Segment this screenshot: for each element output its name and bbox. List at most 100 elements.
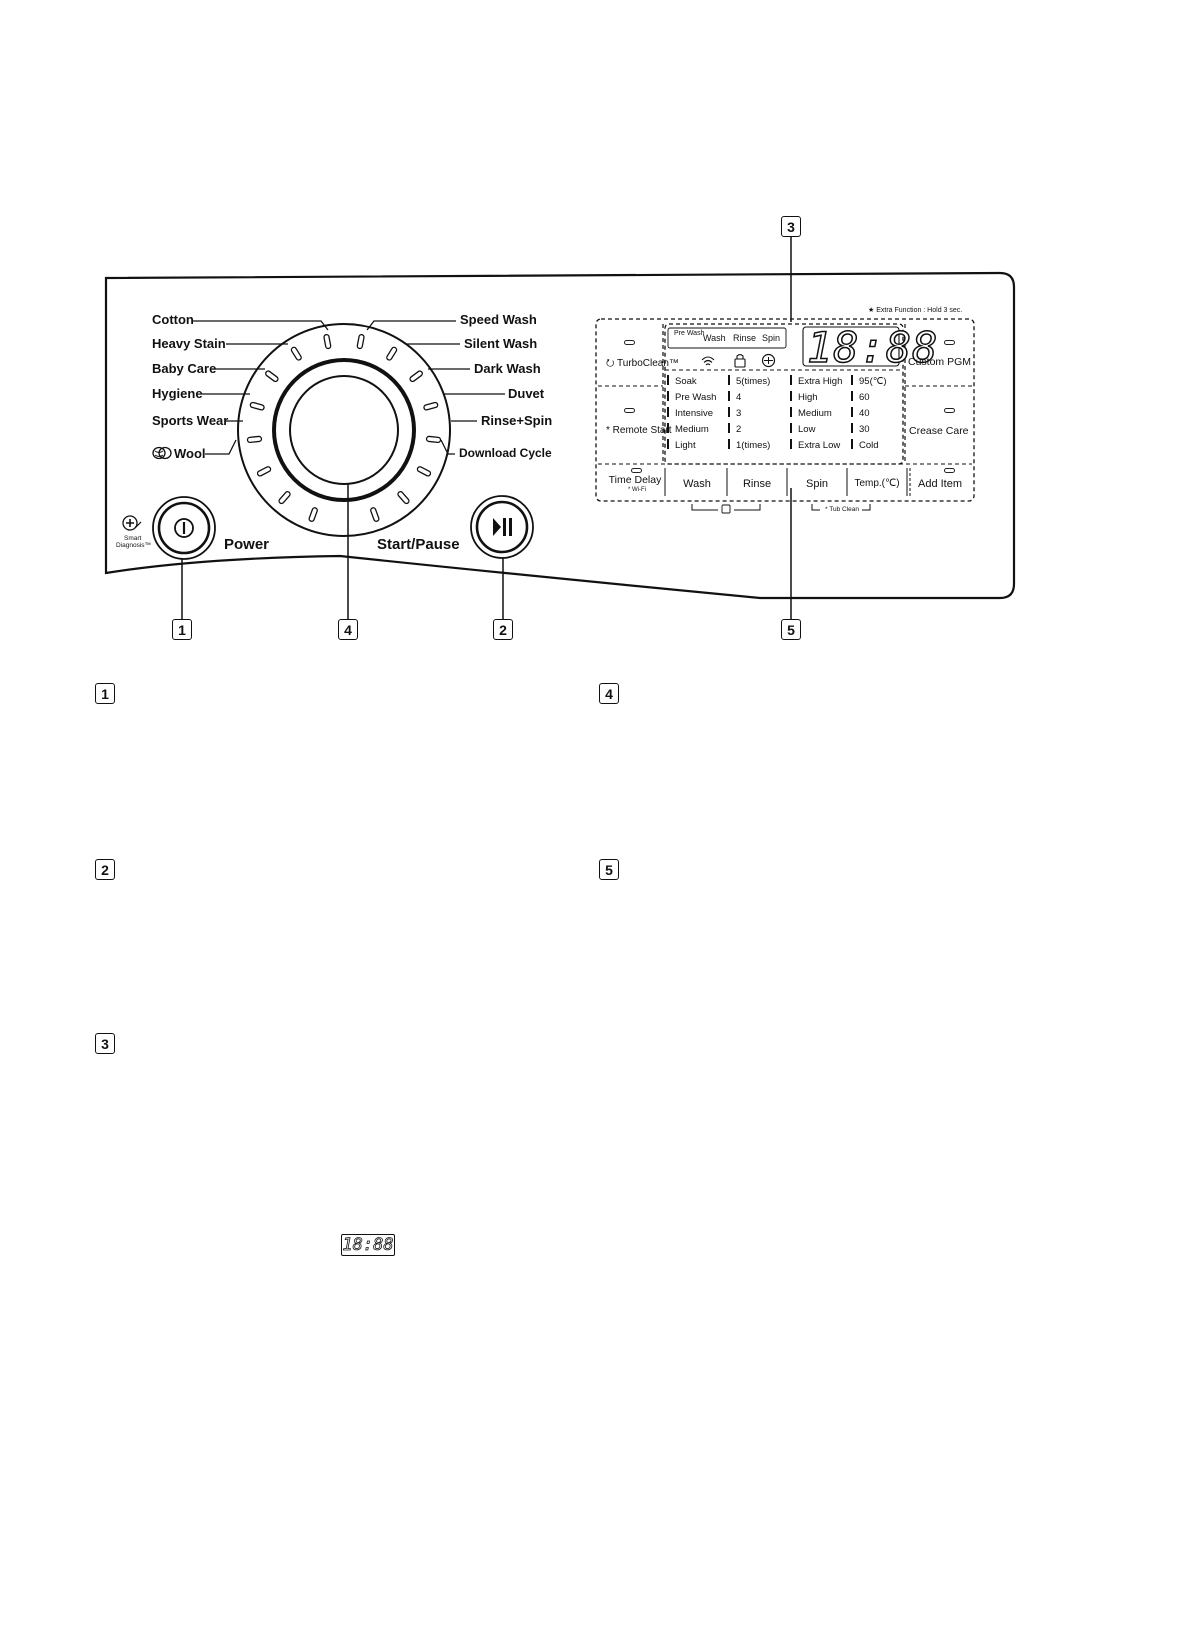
child-lock-icon bbox=[734, 353, 746, 368]
option-rinse-0: 5(times) bbox=[728, 375, 770, 387]
dial-program-led bbox=[423, 401, 439, 411]
turbo-clean-button[interactable]: ⭮ TurboClean™ bbox=[606, 358, 679, 369]
option-wash-1: Pre Wash bbox=[667, 391, 716, 403]
rinse-button[interactable]: Rinse bbox=[742, 478, 772, 490]
option-rinse-4: 1(times) bbox=[728, 439, 770, 451]
clock-display: 18:88 bbox=[806, 323, 939, 372]
time-delay-button[interactable]: Time Delay bbox=[608, 474, 662, 486]
dial-program-led bbox=[290, 346, 302, 361]
option-wash-4: Light bbox=[667, 439, 696, 451]
program-wool: Wool bbox=[174, 446, 206, 461]
dial-program-led bbox=[356, 333, 365, 350]
dial-program-led bbox=[308, 507, 318, 522]
program-dial[interactable] bbox=[234, 320, 454, 540]
remote-start-button[interactable]: * Remote Start bbox=[606, 425, 672, 436]
dial-program-led bbox=[425, 435, 442, 444]
smart-diagnosis-icon bbox=[122, 515, 142, 531]
option-rinse-1: 4 bbox=[728, 391, 741, 403]
display-panel-frame bbox=[595, 318, 975, 502]
extra-function-note: ★ Extra Function : Hold 3 sec. bbox=[868, 307, 963, 314]
start-pause-button[interactable] bbox=[469, 494, 535, 560]
power-icon bbox=[174, 518, 194, 538]
program-duvet: Duvet bbox=[508, 386, 545, 401]
option-temp-0: 95(℃) bbox=[851, 375, 887, 387]
program-baby-care: Baby Care bbox=[152, 361, 217, 376]
section-5-number: 5 bbox=[599, 859, 619, 880]
section-3-number: 3 bbox=[95, 1033, 115, 1054]
power-button[interactable] bbox=[151, 495, 217, 561]
add-item-led bbox=[944, 468, 955, 473]
program-sports-wear: Sports Wear bbox=[152, 413, 229, 428]
power-label: Power bbox=[224, 536, 270, 553]
smart-diagnosis-label-1: Smart bbox=[124, 535, 142, 542]
program-dark-wash: Dark Wash bbox=[474, 361, 541, 376]
stage-wash: Wash bbox=[703, 333, 726, 343]
section-2-number: 2 bbox=[95, 859, 115, 880]
inline-display-icon: 18:88 bbox=[341, 1234, 395, 1256]
remote-start-led bbox=[624, 408, 635, 413]
option-rinse-3: 2 bbox=[728, 423, 741, 435]
tub-clean-note: * Tub Clean bbox=[825, 506, 859, 513]
option-spin-1: High bbox=[790, 391, 818, 403]
program-rinse-spin: Rinse+Spin bbox=[481, 413, 553, 428]
program-speed-wash: Speed Wash bbox=[460, 312, 537, 327]
program-silent-wash: Silent Wash bbox=[464, 336, 538, 351]
section-4-number: 4 bbox=[599, 683, 619, 704]
stage-spin: Spin bbox=[762, 333, 781, 343]
stage-prewash: Pre Wash bbox=[674, 330, 705, 337]
crease-care-led bbox=[944, 408, 955, 413]
program-hygiene: Hygiene bbox=[152, 386, 203, 401]
option-wash-3: Medium bbox=[667, 423, 709, 435]
option-spin-0: Extra High bbox=[790, 375, 842, 387]
wifi-note: * Wi-Fi bbox=[628, 487, 646, 493]
temp-button[interactable]: Temp.(℃) bbox=[854, 478, 900, 489]
crease-care-button[interactable]: Crease Care bbox=[909, 425, 969, 437]
option-spin-4: Extra Low bbox=[790, 439, 840, 451]
callout-2: 2 bbox=[493, 619, 513, 640]
wool-icon bbox=[152, 446, 172, 460]
custom-pgm-button[interactable]: Custom PGM bbox=[908, 356, 972, 368]
dial-program-led bbox=[265, 370, 279, 383]
callout-3: 3 bbox=[781, 216, 801, 237]
spin-button[interactable]: Spin bbox=[805, 478, 829, 490]
option-temp-2: 40 bbox=[851, 407, 870, 419]
wifi-icon bbox=[701, 356, 715, 366]
wash-button[interactable]: Wash bbox=[683, 478, 711, 490]
program-download-cycle: Download Cycle bbox=[459, 446, 552, 460]
option-spin-3: Low bbox=[790, 423, 815, 435]
dial-program-led bbox=[397, 491, 410, 505]
option-wash-2: Intensive bbox=[667, 407, 713, 419]
dial-program-led bbox=[249, 401, 265, 411]
program-cotton: Cotton bbox=[152, 312, 194, 327]
add-item-button[interactable]: Add Item bbox=[917, 478, 963, 490]
dial-program-led bbox=[416, 466, 432, 477]
dial-program-led bbox=[370, 507, 380, 522]
callout-4: 4 bbox=[338, 619, 358, 640]
smart-diagnosis-label-2: Diagnosis™ bbox=[116, 542, 152, 549]
start-pause-label: Start/Pause bbox=[377, 536, 460, 553]
option-rinse-2: 3 bbox=[728, 407, 741, 419]
option-temp-1: 60 bbox=[851, 391, 870, 403]
option-temp-3: 30 bbox=[851, 423, 870, 435]
door-lock-icon bbox=[761, 353, 776, 368]
program-heavy-stain: Heavy Stain bbox=[152, 336, 226, 351]
callout-1: 1 bbox=[172, 619, 192, 640]
dial-program-led bbox=[323, 333, 332, 350]
dial-program-led bbox=[409, 370, 423, 383]
dial-program-led bbox=[256, 466, 272, 477]
control-panel-outline bbox=[104, 234, 1016, 622]
callout-5: 5 bbox=[781, 619, 801, 640]
dial-program-led bbox=[278, 491, 291, 505]
turbo-clean-led bbox=[624, 340, 635, 345]
section-1-number: 1 bbox=[95, 683, 115, 704]
dial-program-led bbox=[246, 435, 263, 444]
dial-program-led bbox=[386, 346, 398, 361]
time-delay-led bbox=[631, 468, 642, 473]
custom-pgm-led bbox=[944, 340, 955, 345]
option-temp-4: Cold bbox=[851, 439, 879, 451]
stage-rinse: Rinse bbox=[733, 333, 757, 343]
option-spin-2: Medium bbox=[790, 407, 832, 419]
combo-brackets bbox=[691, 504, 871, 514]
play-pause-icon bbox=[493, 518, 512, 536]
option-wash-0: Soak bbox=[667, 375, 697, 387]
